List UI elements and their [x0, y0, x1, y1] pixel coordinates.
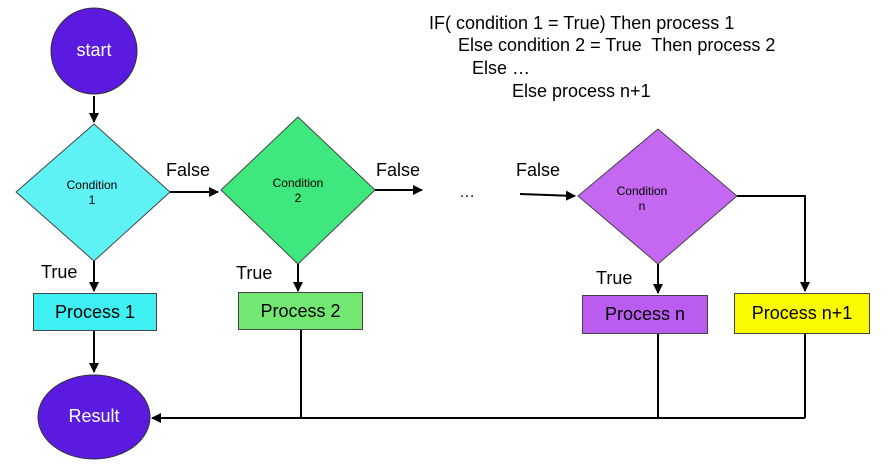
condition-2-label-line1: Condition: [272, 176, 324, 190]
process-n1-box: Process n+1: [734, 293, 870, 334]
process-1-box: Process 1: [33, 293, 157, 331]
true-label-1: True: [41, 262, 78, 282]
condition-1-label: Condition 1: [62, 178, 122, 208]
start-label: start: [76, 40, 112, 60]
result-node: [37, 374, 151, 460]
condition-n-label-line2: n: [638, 199, 646, 213]
edge-conditionn-processn1: [737, 195, 810, 292]
process-2-box: Process 2: [238, 292, 363, 330]
false-label-2: False: [376, 160, 421, 180]
false-label-1: False: [166, 160, 211, 180]
condition-n-label: Condition n: [612, 184, 672, 214]
pseudocode-line-1: IF( condition 1 = True) Then process 1: [429, 13, 735, 33]
ellipsis-label: …: [459, 184, 475, 201]
start-node: [50, 7, 138, 95]
condition-n-label-line1: Condition: [616, 184, 668, 198]
result-label: Result: [68, 406, 120, 426]
pseudocode-line-2: Else condition 2 = True Then process 2: [458, 35, 776, 55]
condition-2-label-line2: 2: [294, 191, 302, 205]
pseudocode-line-3: Else …: [472, 58, 531, 78]
pseudocode-line-4: Else process n+1: [512, 81, 651, 101]
true-label-2: True: [236, 263, 273, 283]
condition-1-label-line1: Condition: [66, 178, 118, 192]
condition-1-label-line2: 1: [88, 193, 96, 207]
condition-2-label: Condition 2: [268, 176, 328, 206]
process-n-box: Process n: [582, 295, 708, 334]
false-label-3: False: [516, 160, 561, 180]
true-label-n: True: [596, 268, 633, 288]
edge-conditionn-false-in: [519, 190, 576, 201]
